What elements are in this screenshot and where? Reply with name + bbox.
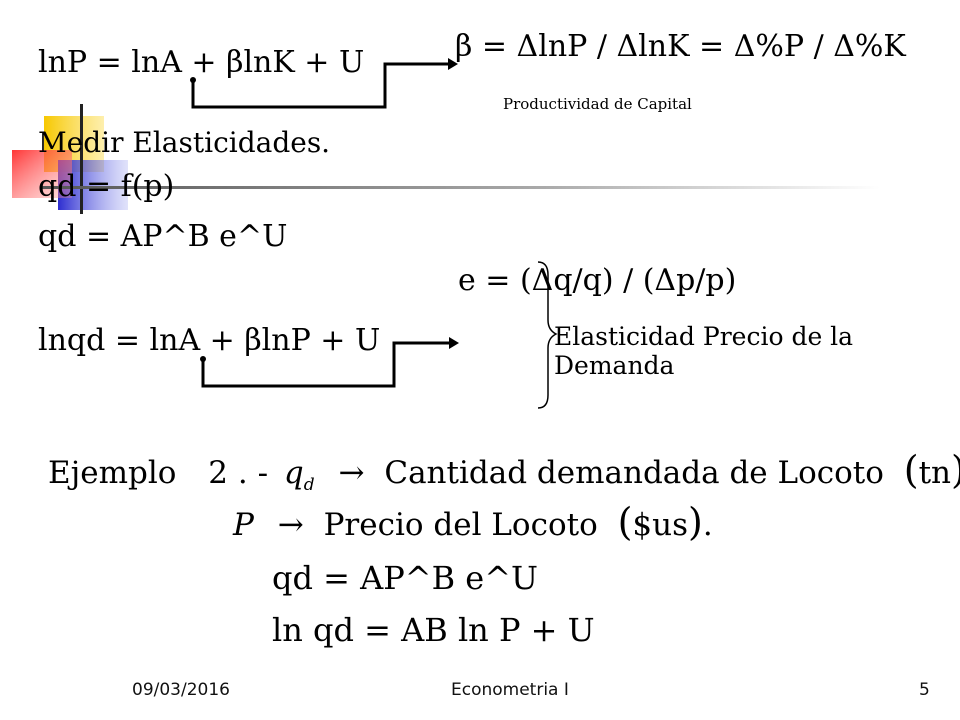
ejemplo-line-1: Ejemplo 2 . - qd → Cantidad demandada de…	[48, 448, 960, 495]
qd-label: Cantidad demandada de Locoto	[384, 455, 884, 491]
medir-heading: Medir Elasticidades.	[38, 126, 331, 159]
footer-page-number: 5	[919, 680, 930, 700]
decor-graphic	[12, 104, 880, 214]
ejemplo-dash: . -	[237, 455, 269, 491]
e-formula: e = (Δq/q) / (Δp/p)	[458, 263, 737, 298]
ejemplo-eq-2: ln qd = AB ln P + U	[272, 611, 595, 649]
equation-qd-ap: qd = AP^B e^U	[38, 219, 288, 254]
beta-note: Productividad de Capital	[503, 95, 692, 113]
right-brace	[537, 261, 558, 409]
equation-ln-qd: lnqd = lnA + βlnP + U	[38, 323, 381, 358]
arrow-1-head	[448, 58, 458, 70]
e-note: Elasticidad Precio de la Demanda	[554, 322, 854, 380]
arrow-2	[201, 341, 449, 388]
vertical-rule	[80, 104, 83, 214]
equation-qd-f: qd = f(p)	[38, 169, 175, 204]
p-unit: $us	[632, 507, 689, 543]
p-label: Precio del Locoto	[323, 507, 598, 543]
footer-title: Econometria I	[451, 680, 569, 700]
arrow-2-head	[449, 337, 459, 349]
ejemplo-line-2: P → Precio del Locoto ($us).	[233, 500, 713, 544]
equation-lnP: lnP = lnA + βlnK + U	[38, 45, 365, 80]
decor-squares	[0, 100, 900, 220]
red-square	[12, 150, 72, 198]
ejemplo-eq-1: qd = AP^B e^U	[272, 559, 538, 597]
equation-e: e = (Δq/q) / (Δp/p)	[458, 266, 736, 296]
footer-date: 09/03/2016	[132, 680, 230, 700]
arrow-1	[191, 62, 448, 109]
ejemplo-number: 2	[208, 455, 228, 491]
qd-unit: tn	[918, 455, 952, 491]
ejemplo-prefix: Ejemplo	[48, 455, 177, 491]
horizontal-rule	[40, 186, 880, 189]
equation-beta: β = ΔlnP / ΔlnK = Δ%P / Δ%K	[455, 32, 906, 62]
beta-formula: β = ΔlnP / ΔlnK = Δ%P / Δ%K	[455, 29, 906, 64]
